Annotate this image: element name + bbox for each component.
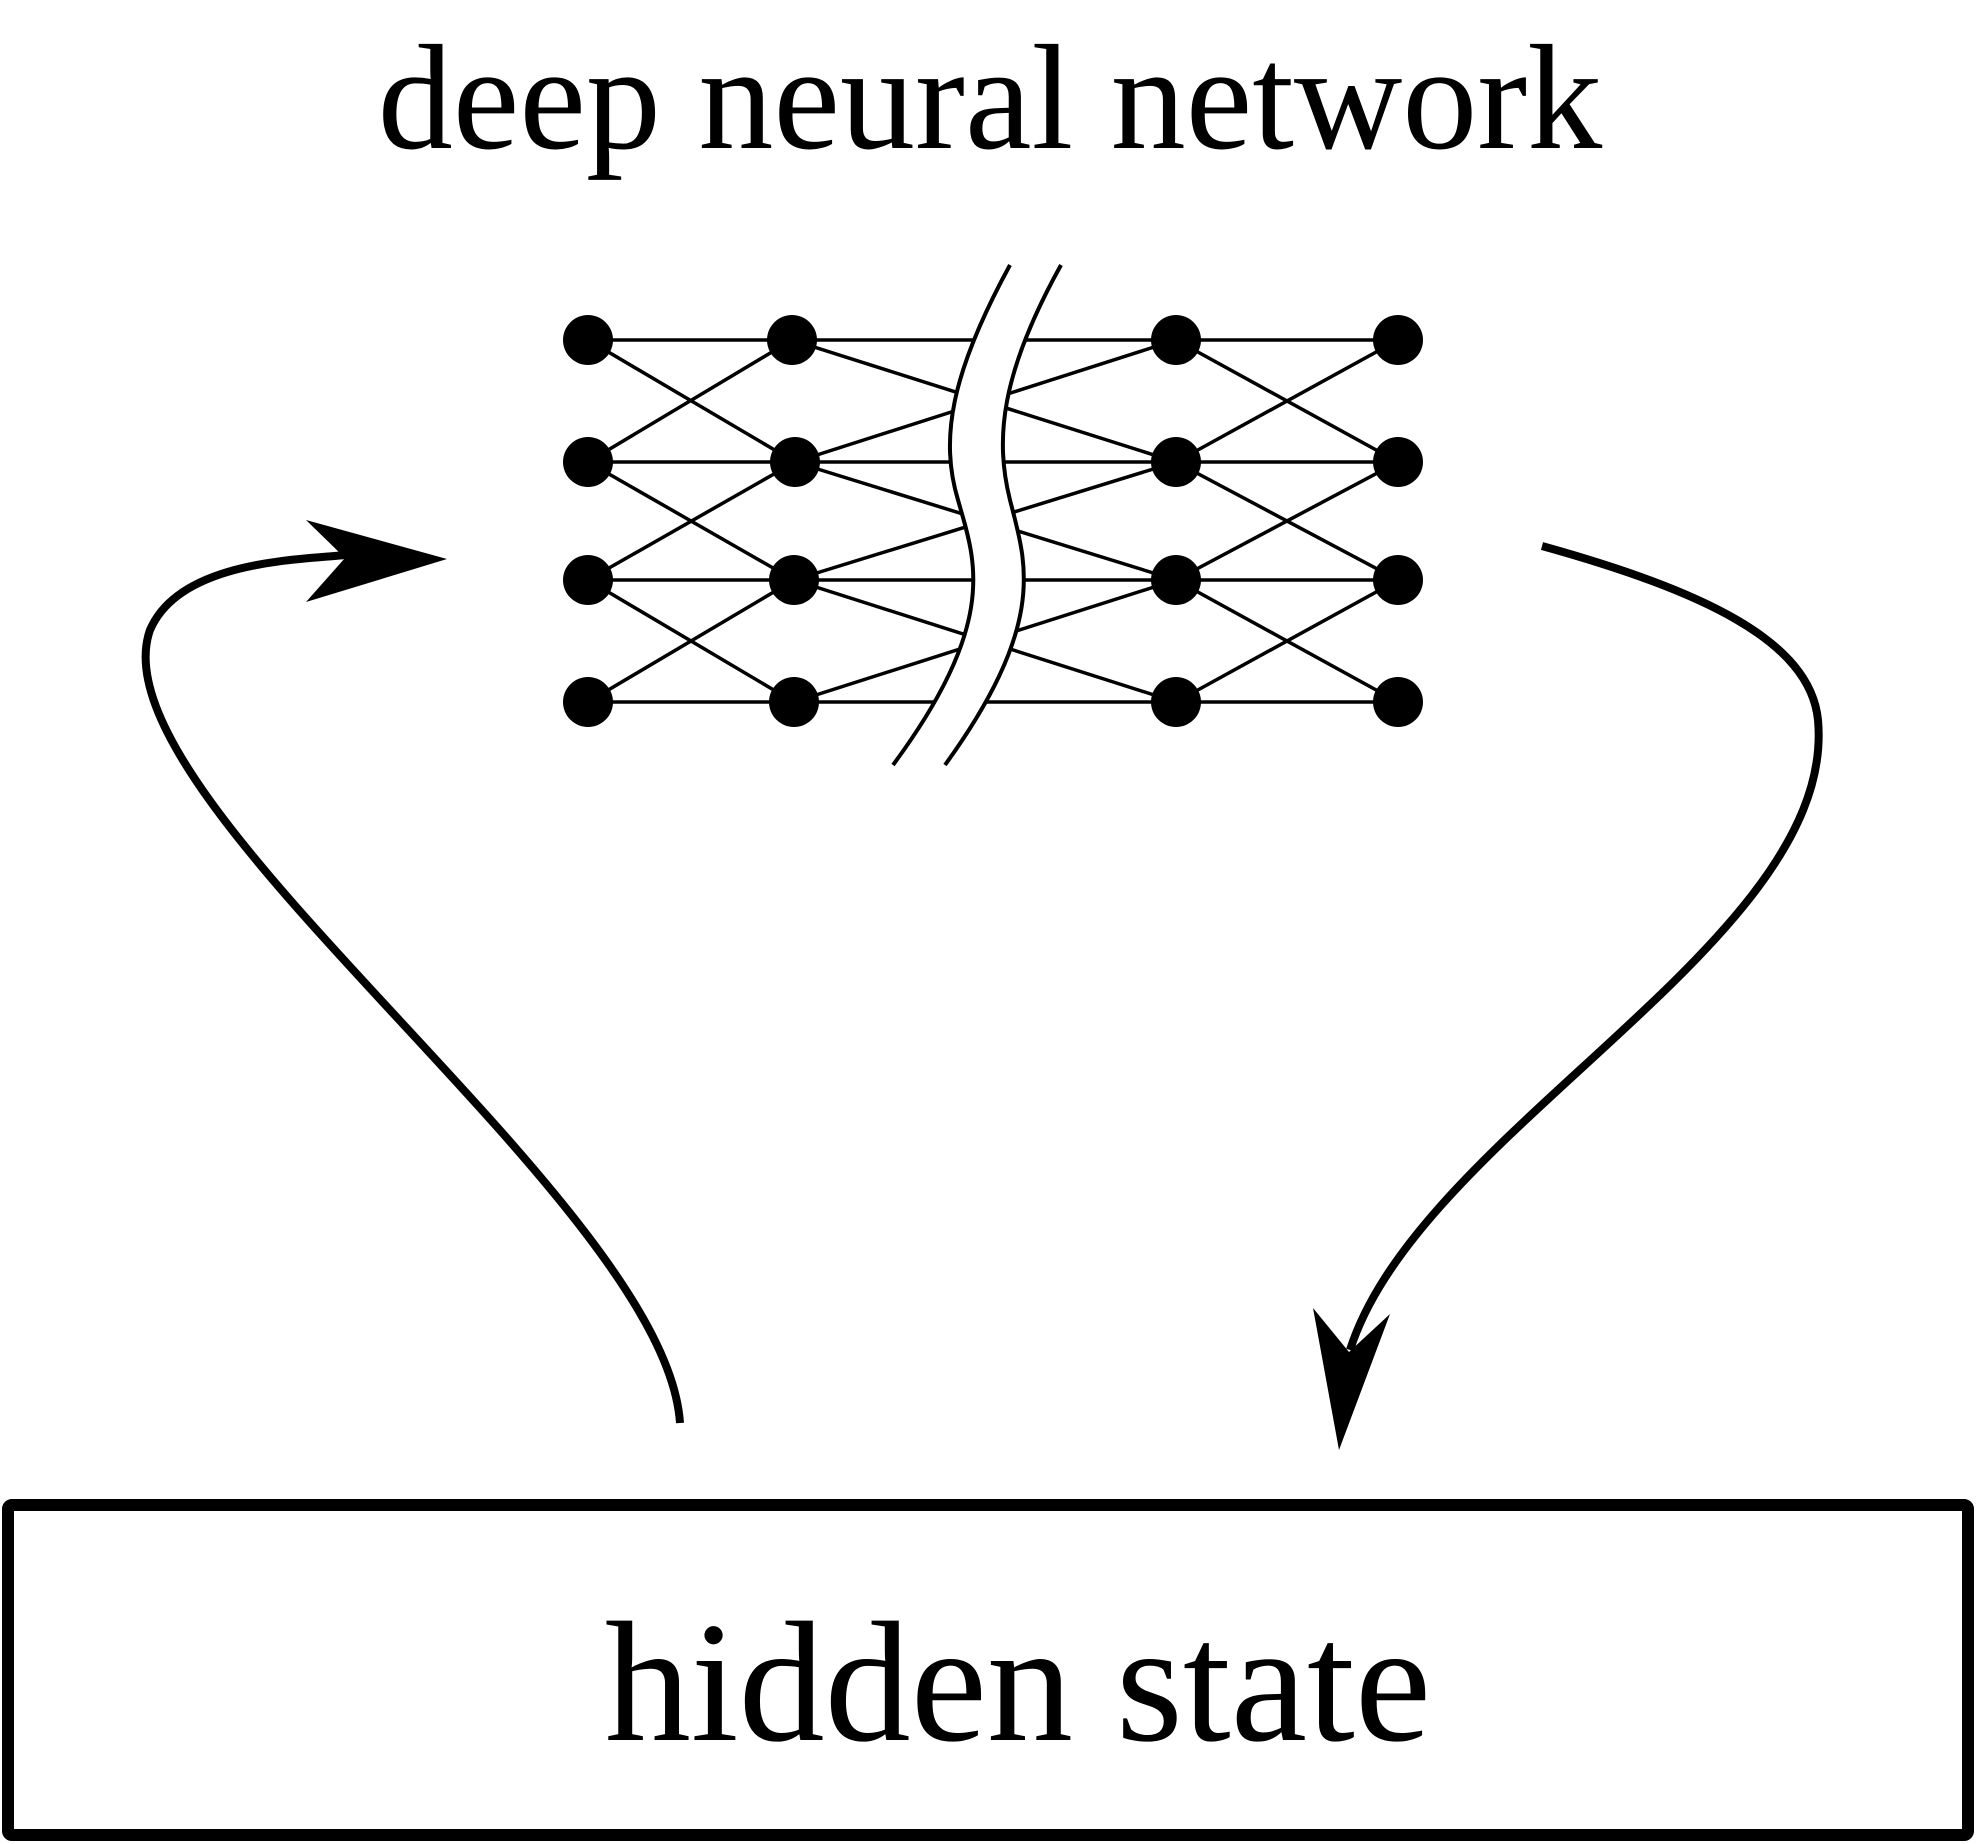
node (769, 555, 819, 605)
edge (587, 460, 796, 582)
node (563, 677, 613, 727)
arrow-network-to-state-path (1346, 542, 1823, 1352)
neural-network-graphic (563, 264, 1423, 767)
arrow-state-to-network (141, 520, 684, 1424)
network-nodes (563, 315, 1423, 727)
node (563, 437, 613, 487)
edge (1175, 460, 1399, 582)
node (1151, 555, 1201, 605)
network-title: deep neural network (378, 15, 1602, 181)
hidden-state-box: hidden state (2, 1499, 1974, 1841)
node (1151, 315, 1201, 365)
hidden-state-label: hidden state (605, 1588, 1431, 1778)
node (1373, 437, 1423, 487)
edge (1175, 578, 1399, 704)
node (767, 315, 817, 365)
node (769, 677, 819, 727)
layer-break-marker (891, 264, 1063, 767)
node (1373, 315, 1423, 365)
edge (587, 338, 793, 464)
hidden-state-box-frame (2, 1499, 1974, 1841)
edge (587, 578, 795, 704)
node (563, 315, 613, 365)
edge (1175, 338, 1399, 464)
arrow-network-to-state-head (1313, 1308, 1390, 1450)
node (1151, 437, 1201, 487)
break-line-right (943, 264, 1063, 767)
arrow-state-to-network-head (306, 520, 447, 602)
node (1373, 555, 1423, 605)
arrow-network-to-state (1313, 542, 1823, 1450)
node (770, 437, 820, 487)
break-gap (893, 265, 1061, 765)
arrow-state-to-network-path (141, 551, 684, 1424)
break-line-left (891, 264, 1012, 767)
node (1373, 677, 1423, 727)
node (563, 555, 613, 605)
node (1151, 677, 1201, 727)
